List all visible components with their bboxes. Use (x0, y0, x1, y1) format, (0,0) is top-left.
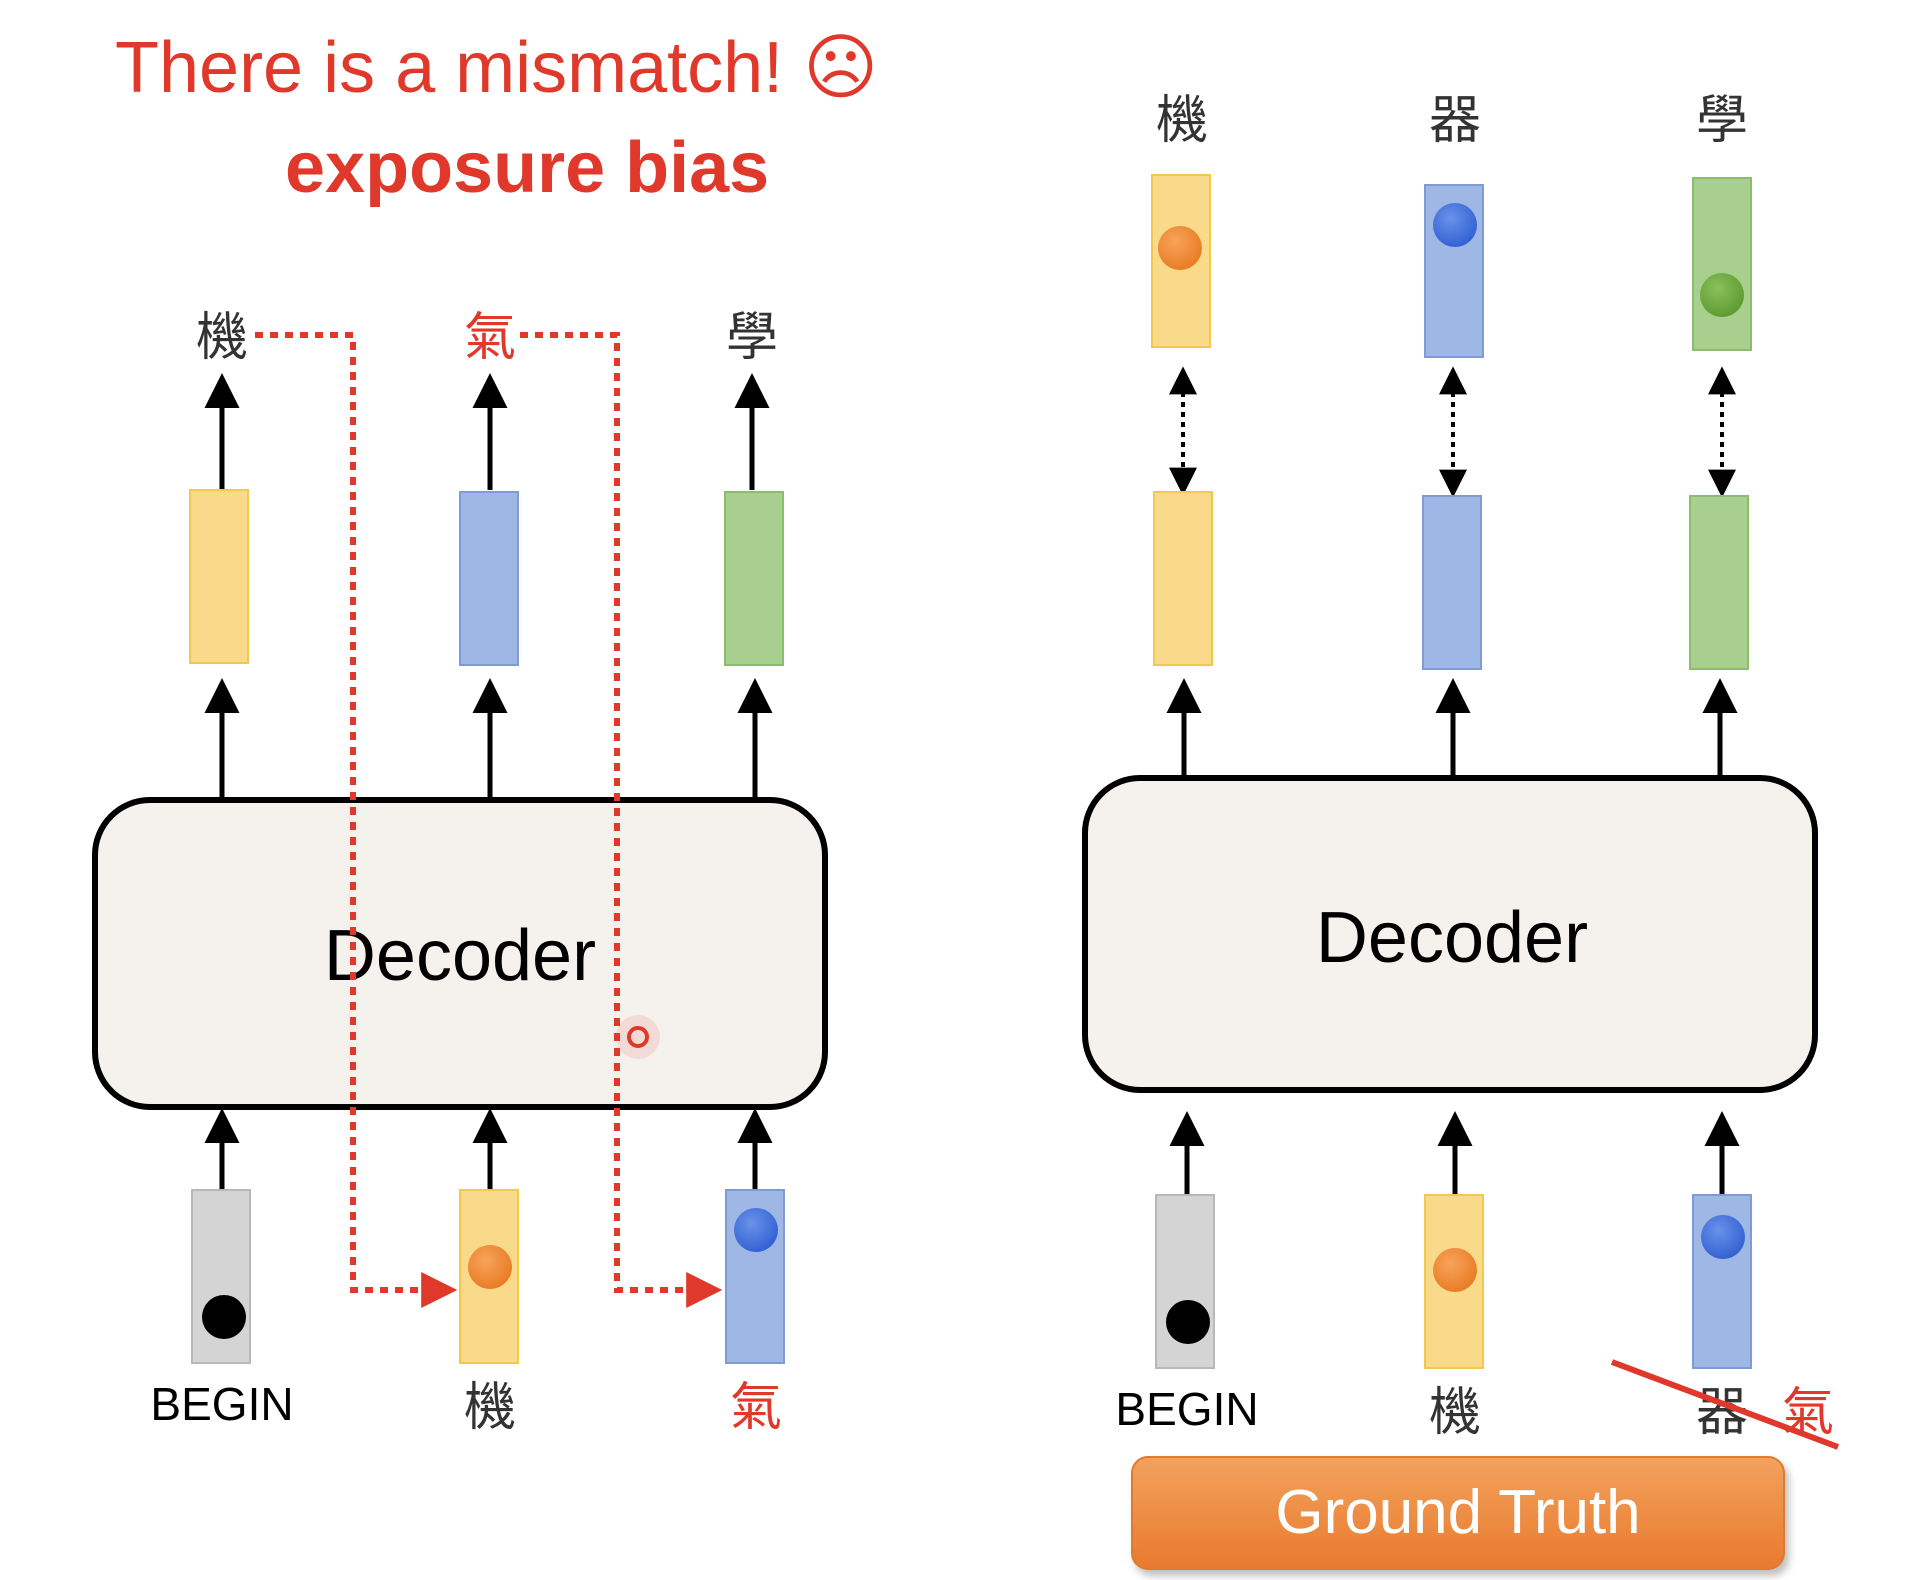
right-target-dot-orange (1158, 226, 1202, 270)
right-panel: 機 器 學 Decoder (1082, 91, 1840, 1570)
laser-pointer-icon (616, 1015, 660, 1059)
ground-truth-badge (1131, 1456, 1785, 1570)
left-output-vector-blue (459, 491, 519, 666)
right-target-2: 器 (1429, 91, 1481, 151)
left-output-1: 機 (196, 308, 248, 368)
left-input-label-2: 機 (464, 1378, 516, 1438)
right-output-vector-green (1689, 495, 1749, 670)
right-input-label-1: BEGIN (1115, 1383, 1258, 1435)
left-output-3: 學 (726, 308, 778, 368)
right-target-1: 機 (1156, 91, 1208, 151)
right-input-dot-black (1166, 1300, 1210, 1344)
right-input-vector-blue (1692, 1194, 1752, 1369)
strike-through-line (1610, 1359, 1840, 1450)
left-input-dot-black (202, 1295, 246, 1339)
left-input-dot-blue (734, 1208, 778, 1252)
right-output-vector-blue (1422, 495, 1482, 670)
left-panel: 機 氣 學 Decoder BEGIN 機 氣 (92, 308, 828, 1438)
title-line1: There is a mismatch! ☹ (115, 28, 878, 108)
ground-truth-label: Ground Truth (1275, 1478, 1640, 1547)
right-output-vector-yellow (1153, 491, 1213, 666)
feedback-path-2 (520, 332, 723, 1308)
right-decoder-box (1082, 775, 1818, 1093)
left-input-label-3: 氣 (730, 1378, 782, 1438)
left-decoder-label: Decoder (324, 916, 596, 996)
left-output-vector-yellow (189, 489, 249, 664)
right-target-3: 學 (1696, 91, 1748, 151)
right-target-dot-blue (1433, 203, 1477, 247)
right-input-label-2: 機 (1429, 1383, 1481, 1443)
right-input-dot-orange (1433, 1248, 1477, 1292)
title-line2: exposure bias (285, 128, 769, 208)
left-output-2: 氣 (464, 308, 516, 368)
feedback-path-1 (255, 332, 458, 1308)
left-input-label-1: BEGIN (150, 1378, 293, 1430)
right-target-dot-green (1700, 273, 1744, 317)
right-decoder-label: Decoder (1316, 898, 1588, 978)
right-target-vector-green (1692, 177, 1752, 351)
right-input-dot-blue (1701, 1215, 1745, 1259)
left-input-dot-orange (468, 1245, 512, 1289)
left-output-vector-green (724, 491, 784, 666)
